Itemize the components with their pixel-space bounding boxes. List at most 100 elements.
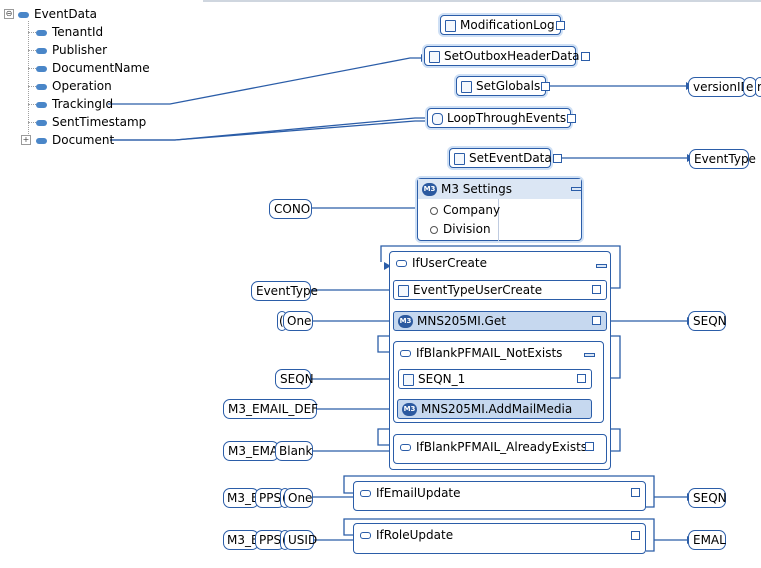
tree-root-eventdata[interactable]: EventData — [18, 6, 97, 22]
tree-label: DocumentName — [52, 61, 150, 75]
tree-label: TenantId — [52, 25, 104, 39]
expand-box-icon[interactable] — [631, 531, 640, 540]
output-emal[interactable]: EMAL — [688, 530, 726, 550]
tree-guide — [28, 86, 36, 87]
node-label: LoopThroughEvents — [447, 111, 567, 125]
output-seqn[interactable]: SEQN — [688, 311, 727, 331]
container-label: IfUserCreate — [412, 256, 487, 270]
input-blank[interactable]: Blank — [275, 441, 313, 461]
input-event-type[interactable]: EventType — [251, 281, 318, 301]
input-pps[interactable]: PPS — [255, 488, 285, 508]
input-seqn[interactable]: SEQN — [275, 369, 314, 389]
pill-label: One — [288, 491, 313, 505]
expand-box-icon[interactable] — [577, 374, 586, 383]
input-cono[interactable]: CONO — [269, 199, 312, 219]
tree-item-senttimestamp[interactable]: SentTimestamp — [36, 114, 146, 130]
m3-settings-panel[interactable]: M3 M3 Settings Company Division — [417, 178, 582, 241]
output-event-type[interactable]: EventType — [689, 149, 756, 169]
tree-item-tenantid[interactable]: TenantId — [36, 24, 103, 40]
script-icon — [398, 284, 409, 297]
pill-label: USID — [288, 533, 318, 547]
field-icon — [36, 101, 47, 108]
container-header[interactable]: IfBlankPFMAIL_NotExists — [400, 342, 562, 364]
expand-box-icon[interactable] — [555, 21, 565, 30]
node-loop-through-events[interactable]: LoopThroughEvents — [427, 108, 577, 128]
expand-box-icon[interactable] — [541, 82, 551, 91]
node-set-event-data[interactable]: SetEventData — [449, 148, 562, 168]
container-if-email-update[interactable]: IfEmailUpdate — [353, 481, 646, 511]
node-label: SetGlobals — [476, 79, 541, 93]
container-if-blank-pfmail-already-exists[interactable]: IfBlankPFMAIL_AlreadyExists — [393, 434, 607, 464]
expand-box-icon[interactable] — [592, 316, 601, 325]
tree-item-operation[interactable]: Operation — [36, 78, 112, 94]
expand-box-icon[interactable] — [552, 154, 562, 163]
input-m3-email-def[interactable]: M3_EMAIL_DEF — [223, 399, 318, 419]
output-version-id[interactable]: versionID — [688, 77, 750, 97]
script-icon — [403, 373, 414, 386]
expand-box-icon[interactable] — [585, 442, 594, 451]
loop-icon — [432, 112, 443, 125]
collapse-icon[interactable] — [584, 353, 595, 357]
m3-settings-header[interactable]: M3 M3 Settings — [418, 179, 581, 199]
expand-box-icon[interactable] — [592, 285, 601, 294]
container-header[interactable]: IfUserCreate — [396, 252, 487, 274]
container-header[interactable]: IfBlankPFMAIL_AlreadyExists — [400, 436, 587, 458]
port-circle-icon — [430, 206, 438, 215]
pill-label: EventType — [694, 152, 756, 166]
input-one-email[interactable]: One — [284, 488, 313, 508]
node-set-globals[interactable]: SetGlobals — [456, 76, 551, 96]
condition-icon — [400, 444, 411, 451]
tree-collapse-icon[interactable]: ⊖ — [4, 9, 14, 19]
row-event-type-user-create[interactable]: EventTypeUserCreate — [393, 280, 607, 300]
script-icon — [429, 50, 440, 63]
tree-item-trackingid[interactable]: TrackingId — [36, 96, 113, 112]
field-icon — [36, 29, 47, 36]
tree-guide — [28, 104, 36, 105]
m3-gear-icon: M3 — [422, 183, 437, 196]
field-icon — [36, 83, 47, 90]
input-one[interactable]: One — [283, 311, 313, 331]
node-label: SetEventData — [469, 151, 552, 165]
row-label: EventTypeUserCreate — [413, 283, 543, 297]
loop-emailupdate — [343, 475, 655, 508]
top-strip — [203, 0, 761, 2]
row-seqn-1[interactable]: SEQN_1 — [398, 369, 592, 389]
m3-company-field[interactable]: Company — [430, 201, 500, 219]
container-label: IfBlankPFMAIL_AlreadyExists — [416, 440, 588, 454]
input-pps-role[interactable]: PPS — [255, 530, 285, 550]
pill-label: PPS — [259, 491, 282, 505]
input-m3-e[interactable]: M3_E — [223, 488, 259, 508]
row-label: MNS205MI.AddMailMedia — [421, 402, 573, 416]
tree-item-documentname[interactable]: DocumentName — [36, 60, 150, 76]
output-version-id-tail[interactable]: r — [755, 77, 761, 97]
calculator-icon — [461, 80, 472, 93]
expand-box-icon[interactable] — [580, 52, 590, 61]
pill-label: Blank — [279, 444, 313, 458]
m3-settings-title: M3 Settings — [441, 182, 513, 196]
field-icon — [36, 65, 47, 72]
input-usid[interactable]: USID — [284, 530, 318, 550]
input-m3-ema[interactable]: M3_EMA — [223, 441, 279, 461]
m3-gear-icon: M3 — [398, 315, 413, 328]
node-modification-log[interactable]: ModificationLog — [440, 15, 565, 35]
pill-label: SEQN — [693, 314, 727, 328]
m3-division-field[interactable]: Division — [430, 220, 491, 238]
container-header[interactable]: IfEmailUpdate — [360, 482, 461, 504]
tree-item-document[interactable]: Document — [36, 132, 114, 148]
collapse-icon[interactable] — [596, 264, 607, 268]
tree-guide — [28, 21, 29, 140]
node-set-outbox-header-data[interactable]: SetOutboxHeaderData — [424, 46, 590, 66]
pill-label: M3_EMA — [228, 444, 279, 458]
pill-label: M3_E — [227, 533, 259, 547]
output-seqn-email[interactable]: SEQN — [688, 488, 727, 508]
container-if-role-update[interactable]: IfRoleUpdate — [353, 523, 646, 554]
expand-box-icon[interactable] — [631, 488, 640, 497]
collapse-icon[interactable] — [571, 187, 582, 191]
tree-expand-icon[interactable]: + — [21, 135, 31, 145]
input-m3-e-role[interactable]: M3_E — [223, 530, 259, 550]
tree-item-publisher[interactable]: Publisher — [36, 42, 107, 58]
container-header[interactable]: IfRoleUpdate — [360, 524, 453, 546]
expand-box-icon[interactable] — [567, 114, 577, 123]
